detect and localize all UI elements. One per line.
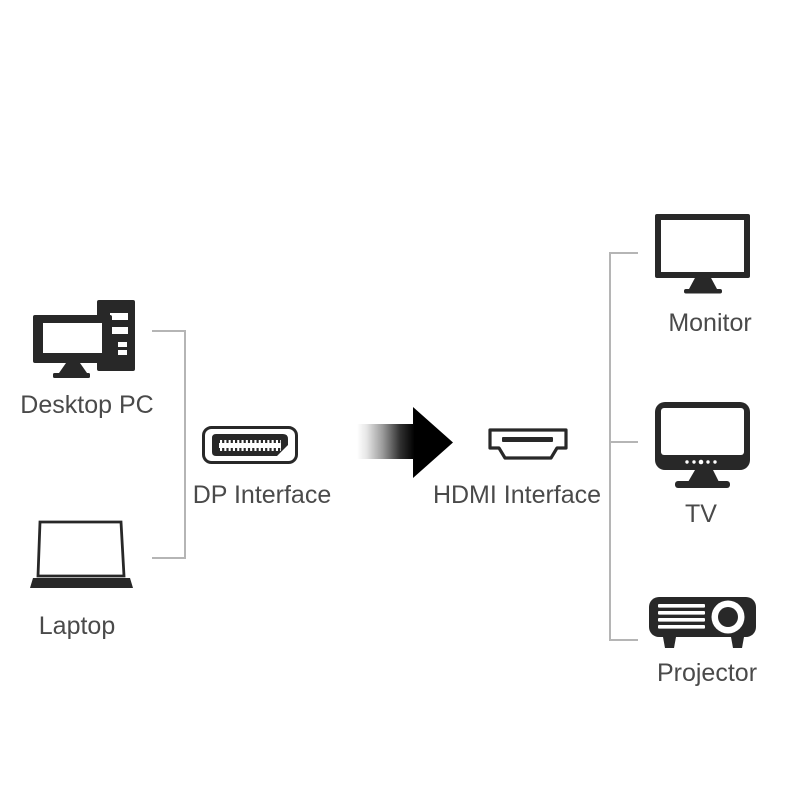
sources-bracket-bottom-stub [152,557,184,559]
outputs-bracket-mid-stub [611,441,638,443]
hdmi-interface-label: HDMI Interface [432,481,602,509]
projector-label: Projector [656,659,758,687]
projector-icon [649,597,756,648]
monitor-label: Monitor [668,309,752,337]
hdmi-connector-icon [488,428,568,460]
tv-label: TV [685,500,717,528]
sources-bracket-top-stub [152,330,184,332]
dp-interface-label: DP Interface [192,481,332,509]
outputs-bracket-top-stub [609,252,638,254]
desktop-pc-label: Desktop PC [20,391,154,419]
sources-bracket-vertical [184,330,186,559]
dp-connector-icon [202,426,298,464]
laptop-label: Laptop [38,612,116,640]
monitor-icon [655,214,750,294]
desktop-pc-icon [33,300,135,378]
laptop-icon [30,520,133,588]
arrow-right-icon [357,407,453,478]
outputs-bracket-vertical [609,252,611,641]
tv-icon [655,402,750,488]
outputs-bracket-bottom-stub [609,639,638,641]
